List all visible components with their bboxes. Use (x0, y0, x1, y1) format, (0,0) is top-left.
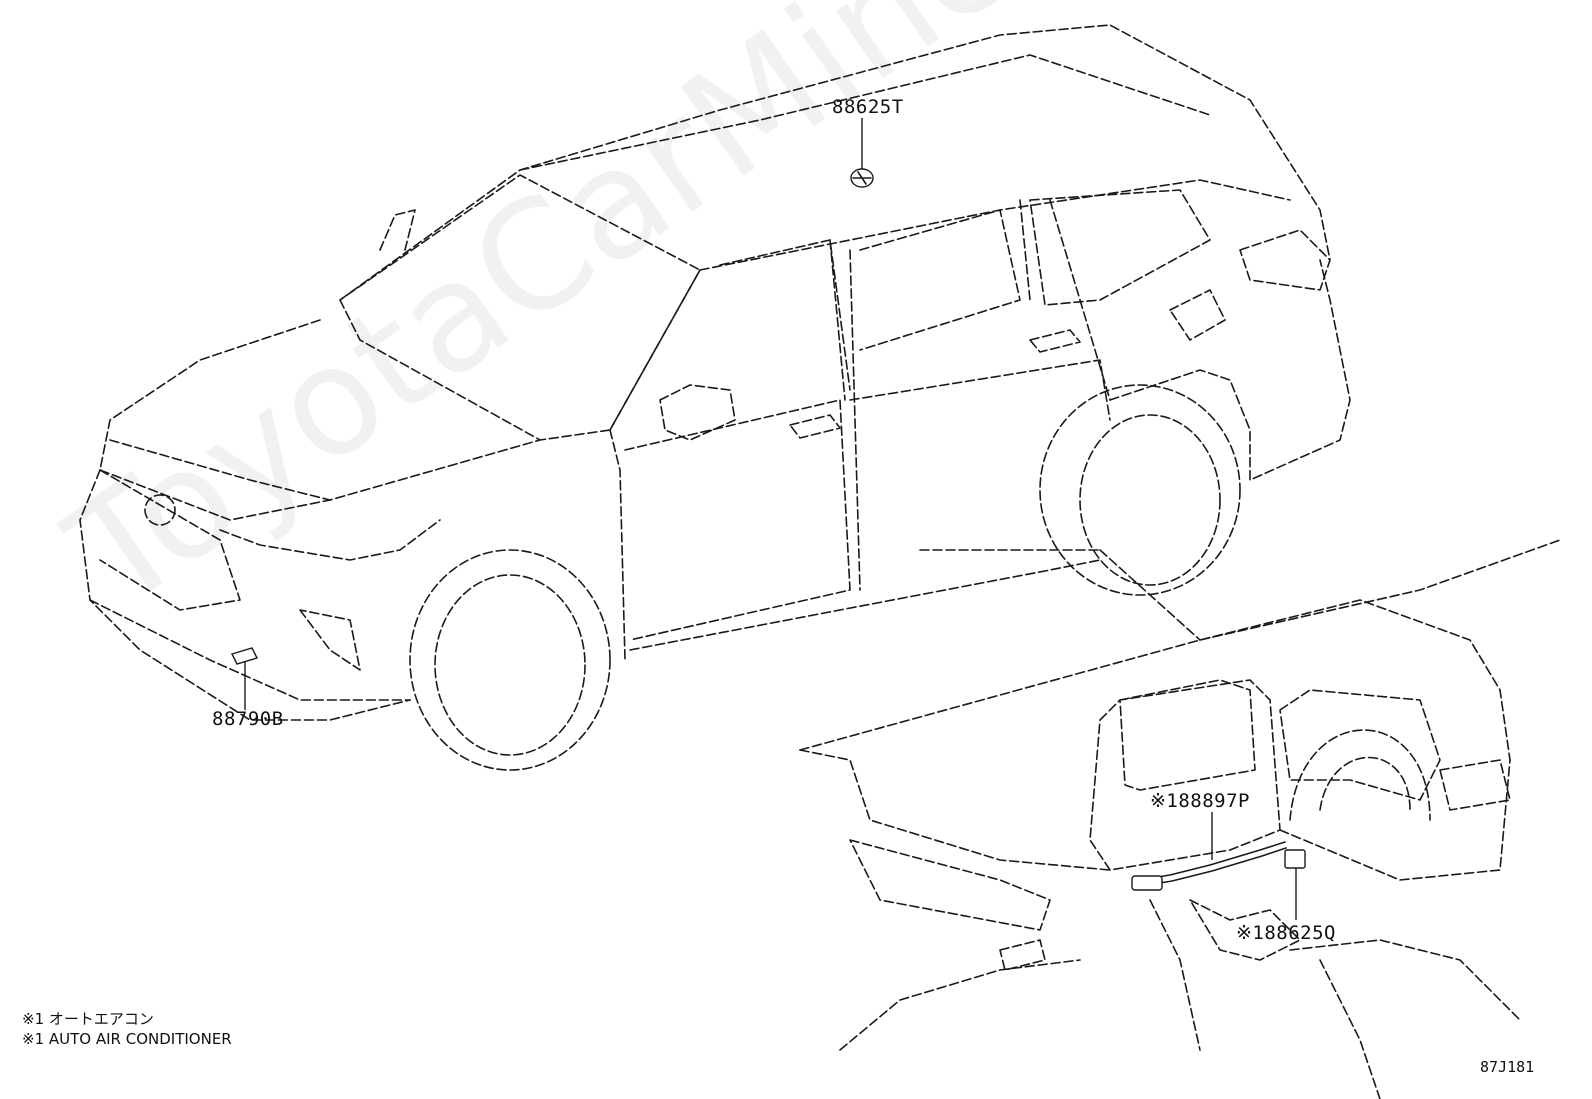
hose-connector (1131, 875, 1163, 891)
front-fascia (79, 469, 411, 721)
steering-wheel (1289, 729, 1431, 821)
cluster-hood (1279, 689, 1441, 801)
window-line (609, 209, 1021, 431)
front-wheel-arch (409, 549, 611, 771)
room-temp-sensor-part (1284, 849, 1306, 869)
b-pillar (829, 239, 861, 591)
rear-wheel (1079, 414, 1221, 586)
front-door-handle (789, 414, 841, 439)
tail-lamp (1239, 229, 1331, 291)
lower-left (839, 959, 1081, 1051)
headlamp (219, 519, 441, 561)
rear-door-handle (1029, 329, 1081, 353)
hood-crease (109, 439, 331, 501)
console-tunnel (1149, 899, 1381, 1099)
diagram-code: 87J181 (1480, 1058, 1535, 1076)
footnote-japanese: ※1 オートエアコン (22, 1010, 154, 1028)
dash-upper-edge (919, 549, 1201, 641)
right-vent (1439, 759, 1511, 811)
antenna (379, 209, 416, 251)
rear-quarter (1109, 259, 1351, 481)
grille (99, 469, 241, 611)
dash-top (799, 599, 1511, 761)
fuel-door (1169, 289, 1226, 341)
roof-outline (339, 24, 1331, 301)
cup-holders (1189, 899, 1301, 961)
seat-edge (1289, 939, 1521, 1021)
mirror (659, 384, 736, 441)
hood (99, 319, 541, 521)
roof-sensor-detail (852, 171, 872, 185)
glovebox (849, 839, 1051, 931)
roof-rail (519, 54, 1211, 171)
part-label-88790B: 88790B (212, 708, 284, 730)
footnote-english: ※1 AUTO AIR CONDITIONER (22, 1030, 232, 1048)
part-label-88897P: ※188897P (1150, 790, 1250, 812)
part-label-88625Q: ※188625Q (1236, 922, 1336, 944)
lower-dash (799, 749, 1511, 881)
a-pillar-side (609, 429, 626, 661)
c-pillar (1019, 199, 1111, 401)
windscreen-base (1199, 539, 1561, 641)
lower-bumper (89, 599, 411, 701)
fog-lamp (299, 609, 361, 671)
rear-door (849, 359, 1111, 421)
front-door (624, 399, 851, 641)
emblem (144, 494, 176, 526)
part-label-88625T: 88625T (832, 96, 904, 118)
windshield (339, 174, 701, 441)
left-pocket (999, 939, 1046, 971)
front-sensor-part (231, 647, 258, 665)
front-wheel (434, 574, 586, 756)
rocker (629, 559, 1101, 651)
rear-wheel-arch (1039, 384, 1241, 596)
rear-window (1029, 189, 1211, 306)
screen (1119, 679, 1256, 791)
